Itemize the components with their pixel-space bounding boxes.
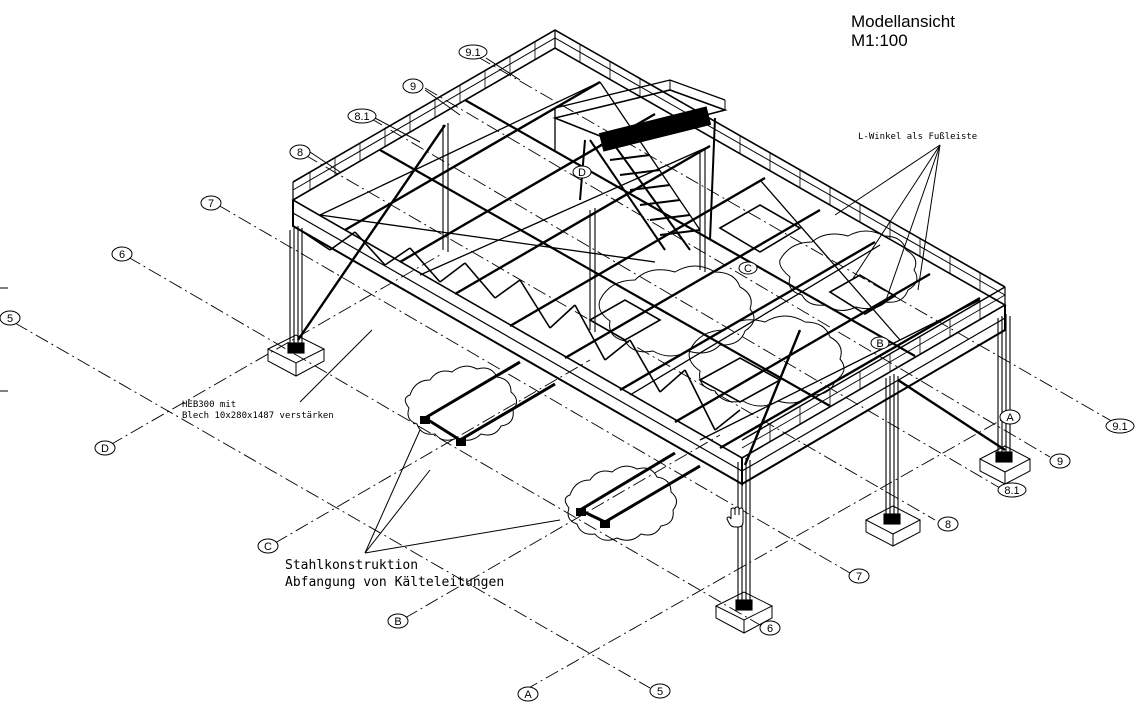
annotation-stahl-line1: Stahlkonstruktion [285,558,418,573]
grid-bubble-left-D: D [94,440,116,456]
grid-bubble-mid-6: 6 [759,620,781,636]
cloud-center [598,265,755,357]
grid-bubble-left-5: 5 [0,310,21,326]
svg-text:9: 9 [1057,456,1063,468]
grid-bubble-right-A: A [999,409,1021,425]
svg-text:C: C [744,263,752,275]
svg-text:9: 9 [410,81,416,93]
margin-ticks [0,287,8,392]
svg-text:9.1: 9.1 [1112,421,1127,433]
grid-bubble-inner-D: D [572,165,592,179]
annotation-stahl-line2: Abfangung von Kälteleitungen [285,575,504,590]
view-title: Modellansicht M1:100 [851,12,955,50]
svg-text:8: 8 [945,519,951,531]
svg-text:9.1: 9.1 [465,47,480,59]
svg-text:5: 5 [7,313,13,325]
cloud-right [779,230,918,311]
svg-text:D: D [578,167,586,179]
svg-text:6: 6 [119,249,125,261]
annotation-heb-line1: HEB300 mit [182,400,236,410]
grid-bubble-left-7: 7 [200,195,222,211]
foundation-front [714,591,774,634]
hand-cursor-icon [726,506,744,528]
grid-bubble-mid-8: 8 [937,516,959,532]
railings [292,29,1006,449]
grid-lines [14,56,1116,691]
revision-clouds [404,230,918,541]
svg-text:8: 8 [297,147,303,159]
column-right [995,314,1013,463]
foundation-mid-right [864,505,922,547]
svg-text:B: B [876,338,883,350]
grid-bubble-inner-B: B [870,336,890,350]
pipe-supports [420,360,701,528]
svg-text:8.1: 8.1 [1004,485,1019,497]
cloud-left [404,365,517,441]
grid-bubble-inner-C: C [738,261,758,275]
grid-bubble-left-C: C [257,538,279,554]
stair-tower [552,79,728,251]
svg-text:7: 7 [208,198,214,210]
svg-text:7: 7 [856,571,862,583]
cloud-front [564,465,677,541]
grid-bubble-top-8-1: 8.1 [347,108,377,124]
svg-text:5: 5 [657,686,663,698]
view-title-name: Modellansicht [851,12,955,31]
grid-bubble-top-9-1: 9.1 [458,44,488,60]
svg-text:8.1: 8.1 [354,111,369,123]
grid-bubble-right-9: 9 [1049,453,1071,469]
grid-bubbles: 9.1 9 8.1 8 7 6 5 D C B A 5 6 7 8 8.1 9 … [0,44,1135,702]
deck-openings [588,204,897,403]
column-back-inner [442,123,706,332]
svg-text:A: A [524,689,532,701]
column-left [287,226,305,354]
grid-bubble-top-8: 8 [289,144,311,160]
svg-text:D: D [101,443,109,455]
grid-bubble-top-9: 9 [402,78,424,94]
grid-bubble-bottom-A: A [517,686,539,702]
svg-text:B: B [394,616,401,628]
annotation-winkel: L-Winkel als Fußleiste [858,132,977,142]
platform-deck [291,47,1007,486]
grid-bubble-right-9-1: 9.1 [1105,418,1135,434]
cloud-center-2 [688,315,845,407]
grid-bubble-bottom-5: 5 [649,683,671,699]
svg-text:6: 6 [767,623,773,635]
svg-text:A: A [1006,412,1014,424]
leader-lines [299,57,941,554]
svg-text:C: C [264,541,272,553]
foundations [266,334,1032,634]
grid-bubble-left-B: B [387,613,409,629]
grid-bubble-mid-7: 7 [848,568,870,584]
annotation-heb-line2: Blech 10x280x1487 verstärken [182,411,334,421]
grid-bubble-left-6: 6 [111,246,133,262]
view-title-scale: M1:100 [851,31,908,50]
foundation-left [266,334,326,377]
grid-bubble-right-8-1: 8.1 [997,482,1027,498]
